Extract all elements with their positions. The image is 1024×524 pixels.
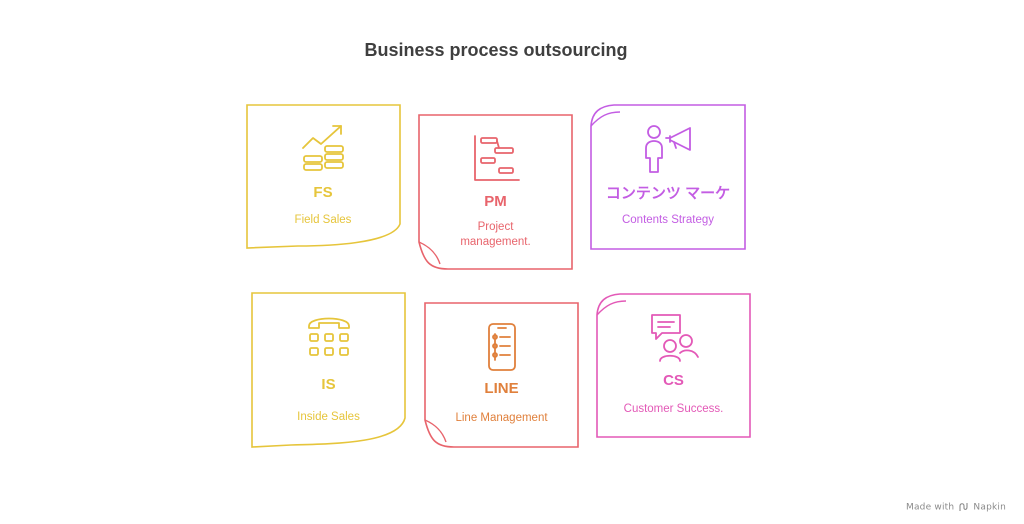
- diagram-title: Business process outsourcing: [364, 40, 628, 60]
- card-contents: コンテンツ マーケ Contents Strategy: [590, 104, 746, 250]
- gantt-chart-icon: [473, 135, 520, 181]
- card-frame: [590, 104, 746, 250]
- card-description: Field Sales: [294, 214, 352, 226]
- card-abbr: LINE: [484, 380, 519, 397]
- made-with-napkin-credit: Made with Napkin: [906, 502, 1006, 512]
- customer-chat-icon: [650, 314, 699, 362]
- card-description: Inside Sales: [297, 411, 360, 423]
- card-abbr: CS: [663, 372, 684, 389]
- card-description: Project management.: [460, 221, 531, 248]
- megaphone-person-icon: [645, 125, 691, 173]
- card-frame: [418, 114, 573, 270]
- card-fs: FS Field Sales: [246, 104, 401, 250]
- card-frame: [424, 302, 579, 448]
- card-frame: [251, 292, 406, 448]
- smartphone-icon: [487, 323, 516, 371]
- card-pm: PM Project management.: [418, 114, 573, 270]
- card-abbr: IS: [321, 376, 336, 393]
- card-abbr: コンテンツ マーケ: [605, 185, 731, 202]
- card-abbr: FS: [313, 184, 333, 201]
- card-description: Contents Strategy: [621, 214, 715, 226]
- card-frame: [246, 104, 401, 249]
- money-growth-icon: [302, 125, 344, 171]
- card-description: Line Management: [455, 412, 548, 424]
- telephone-icon: [307, 317, 350, 356]
- card-description: Customer Success.: [623, 403, 724, 415]
- card-frame: [596, 293, 751, 438]
- card-is: IS Inside Sales: [251, 292, 406, 448]
- napkin-logo-icon: [959, 502, 968, 511]
- card-abbr: PM: [484, 193, 507, 210]
- card-line: LINE Line Management: [424, 302, 579, 448]
- card-cs: CS Customer Success.: [596, 293, 751, 438]
